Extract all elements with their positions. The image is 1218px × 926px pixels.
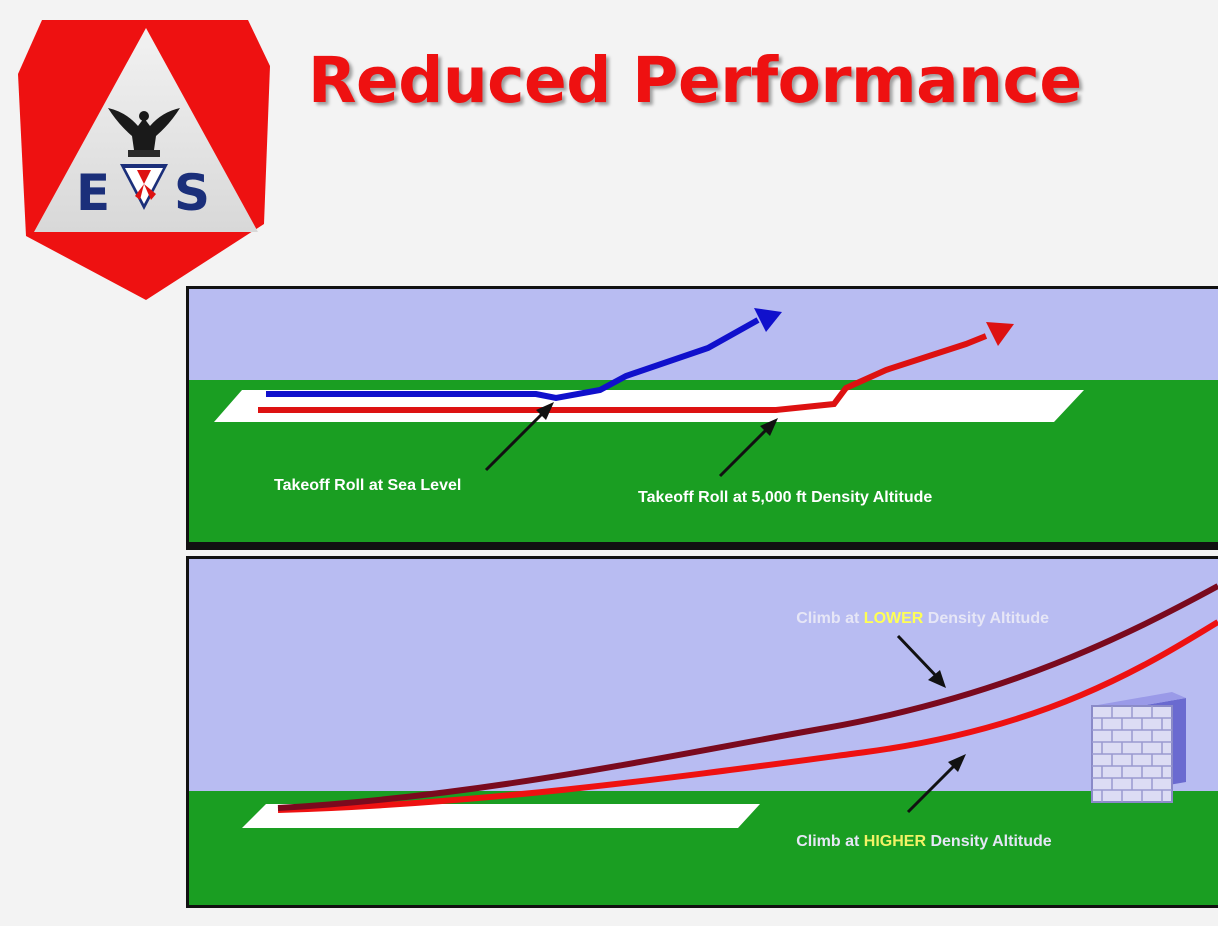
ces-logo: E S bbox=[18, 20, 270, 300]
takeoff-roll-diagram: Takeoff Roll at Sea Level Takeoff Roll a… bbox=[186, 286, 1218, 550]
eagle-icon bbox=[108, 108, 180, 157]
density-altitude-arrowhead bbox=[986, 322, 1014, 346]
sea-level-arrowhead bbox=[754, 308, 782, 332]
sea-level-label: Takeoff Roll at Sea Level bbox=[274, 477, 461, 494]
pointer-arrow-higher bbox=[906, 754, 966, 814]
higher-density-climb-path bbox=[277, 619, 1218, 813]
climb-diagram: Climb at LOWER Density Altitude Climb at… bbox=[186, 556, 1218, 908]
higher-density-label: Climb at HIGHER Density Altitude bbox=[774, 833, 1065, 850]
higher-label-highlight: HIGHER bbox=[864, 833, 927, 850]
logo-letter-s: S bbox=[174, 164, 210, 222]
logo-letter-e: E bbox=[76, 164, 110, 222]
higher-label-suffix: Density Altitude bbox=[926, 833, 1052, 850]
density-altitude-label: Takeoff Roll at 5,000 ft Density Altitud… bbox=[638, 489, 932, 506]
sky-area bbox=[189, 289, 1218, 380]
pointer-arrow-density-altitude bbox=[718, 418, 778, 478]
building-icon bbox=[1091, 692, 1186, 803]
runway bbox=[242, 804, 760, 828]
lower-label-prefix: Climb at bbox=[796, 610, 864, 627]
pointer-arrow-sea-level bbox=[484, 402, 554, 472]
density-altitude-path bbox=[258, 333, 988, 413]
sky-area bbox=[189, 559, 1218, 791]
runway bbox=[214, 390, 1084, 422]
pointer-arrow-lower bbox=[896, 634, 946, 688]
lower-label-highlight: LOWER bbox=[864, 610, 924, 627]
propeller-triangle-icon bbox=[120, 164, 168, 210]
lower-density-label: Climb at LOWER Density Altitude bbox=[774, 610, 1062, 627]
slide-title: Reduced Performance bbox=[308, 44, 1082, 117]
higher-label-prefix: Climb at bbox=[796, 833, 864, 850]
sea-level-path bbox=[266, 317, 760, 402]
lower-density-climb-path bbox=[277, 583, 1218, 811]
lower-label-suffix: Density Altitude bbox=[923, 610, 1049, 627]
